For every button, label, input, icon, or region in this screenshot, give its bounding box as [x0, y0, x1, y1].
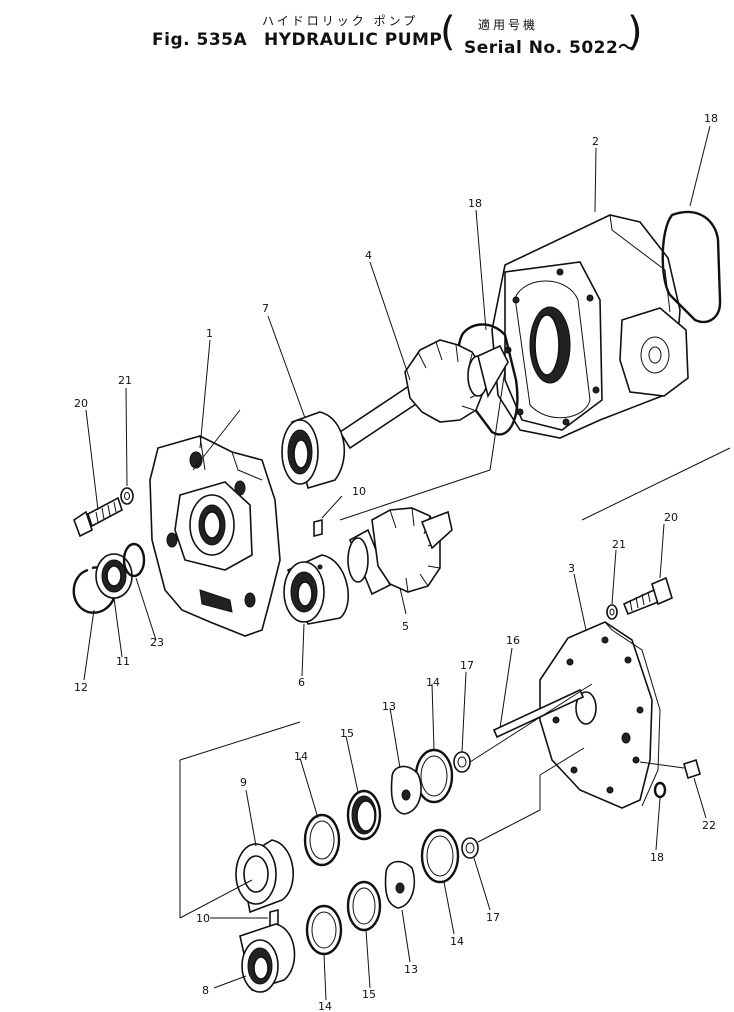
rear-cover-part: [539, 621, 661, 809]
callout-14: 14: [426, 676, 440, 689]
callout-21: 21: [118, 374, 132, 387]
callout-18: 18: [704, 112, 718, 125]
bushing-8-part: [239, 923, 296, 993]
pump-body-part: [491, 214, 689, 439]
callout-12: 12: [74, 681, 88, 694]
callout-21: 21: [612, 538, 626, 551]
title-japanese: ハイドロリック ポンプ: [262, 14, 419, 28]
callout-13: 13: [382, 700, 396, 713]
plate-13-lower: [384, 860, 416, 909]
seal-14-lower-left: [305, 904, 343, 956]
bearing-lower-part: [283, 554, 349, 625]
callout-labels: 18 2 18 4 7 1 21 20 10 20 21 3 5 6 23 11…: [74, 112, 718, 1012]
bolt-left-part: [73, 496, 123, 538]
callout-18: 18: [468, 197, 482, 210]
serial-number: Serial No. 5022～: [464, 38, 636, 58]
washer-left-part: [120, 487, 134, 505]
seal-15-lower: [346, 880, 382, 932]
oil-seal-part: [95, 553, 133, 599]
callout-7: 7: [262, 302, 269, 315]
dowel-pin-upper-part: [313, 518, 323, 538]
callout-3: 3: [568, 562, 575, 575]
callout-23: 23: [150, 636, 164, 649]
callout-1: 1: [206, 327, 213, 340]
bearing-upper-part: [281, 411, 346, 490]
callout-2: 2: [592, 135, 599, 148]
serial-close-paren: ): [627, 9, 643, 55]
front-cover-part: [149, 435, 281, 637]
plug-lower-part: [461, 837, 479, 859]
bushing-9-part: [235, 839, 294, 914]
callout-15: 15: [340, 727, 354, 740]
callout-14: 14: [450, 935, 464, 948]
callout-17: 17: [486, 911, 500, 924]
callout-15: 15: [362, 988, 376, 1001]
plug-22-part: [683, 758, 701, 780]
bolt-right-part: [622, 576, 673, 616]
callout-16: 16: [506, 634, 520, 647]
figure-number: Fig. 535A: [152, 30, 248, 50]
callout-5: 5: [402, 620, 409, 633]
o-ring-small-part: [653, 781, 667, 799]
seal-14-lower-right: [420, 828, 460, 884]
plug-upper-part: [453, 751, 471, 773]
seal-14-upper-left: [303, 813, 341, 867]
serial-label-japanese: 適用号機: [478, 18, 539, 32]
callout-18: 18: [650, 851, 664, 864]
seal-ring-part: [122, 542, 146, 578]
callout-11: 11: [116, 655, 130, 668]
callout-17: 17: [460, 659, 474, 672]
callout-4: 4: [365, 249, 372, 262]
callout-10: 10: [196, 912, 210, 925]
long-pin-part: [492, 688, 585, 739]
callout-9: 9: [240, 776, 247, 789]
seal-15-upper: [346, 789, 382, 841]
callout-8: 8: [202, 984, 209, 997]
callout-10: 10: [352, 485, 366, 498]
drive-gear-shaft-part: [338, 339, 509, 450]
callout-6: 6: [298, 676, 305, 689]
callout-13: 13: [404, 963, 418, 976]
callout-14: 14: [318, 1000, 332, 1012]
o-ring-large-part: [661, 210, 722, 324]
figure-title: HYDRAULIC PUMP: [264, 30, 443, 50]
callout-14: 14: [294, 750, 308, 763]
plate-13-upper: [390, 765, 422, 815]
callout-20: 20: [74, 397, 88, 410]
assembly-lines: [179, 369, 731, 919]
driven-gear-part: [347, 507, 453, 596]
washer-right-part: [606, 604, 618, 620]
callout-20: 20: [664, 511, 678, 524]
callout-22: 22: [702, 819, 716, 832]
serial-open-paren: (: [440, 9, 456, 55]
leader-lines: [83, 125, 711, 1001]
